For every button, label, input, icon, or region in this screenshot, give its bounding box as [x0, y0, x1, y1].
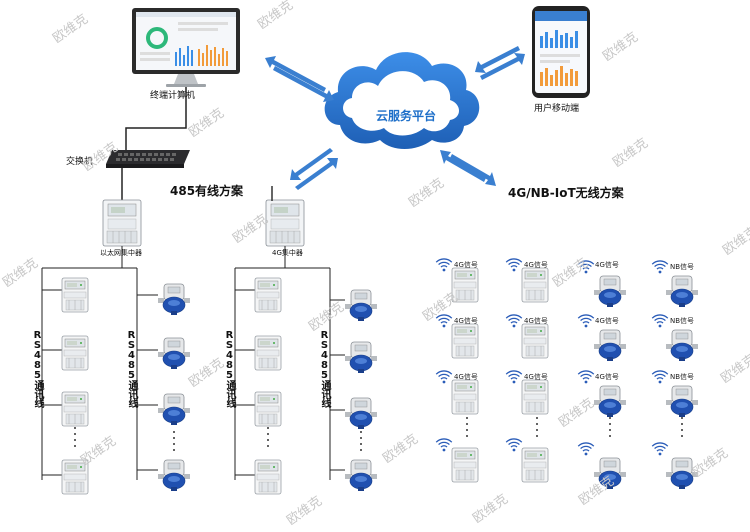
- signal-label: 4G信号: [524, 373, 548, 381]
- signal-label: NB信号: [670, 317, 695, 325]
- switch-label: 交换机: [66, 157, 94, 167]
- 4g-concentrator-label: 4G集中器: [272, 249, 303, 257]
- signal-label: 4G信号: [524, 261, 548, 269]
- signal-label: NB信号: [670, 373, 695, 381]
- signal-label: 4G信号: [595, 317, 619, 325]
- rs485-label-2: RS485通讯线: [126, 330, 137, 407]
- signal-label: 4G信号: [595, 261, 619, 269]
- rs485-label-3: RS485通讯线: [224, 330, 235, 407]
- rs485-label-1: RS485通讯线: [32, 330, 43, 407]
- mobile-label: 用户移动端: [534, 104, 580, 114]
- cloud-label: 云服务平台: [376, 109, 437, 123]
- arrows-cloud-wired: [290, 148, 338, 190]
- 4g-concentrator: [265, 199, 305, 247]
- signal-label: 4G信号: [454, 373, 478, 381]
- wired-bus-group-2: [234, 246, 345, 480]
- wired-bus-group-1: [41, 246, 158, 480]
- eth-concentrator-label: 以太网集中器: [100, 249, 142, 257]
- cloud-platform: [324, 52, 480, 149]
- terminal-computer: [132, 8, 240, 87]
- network-switch: [106, 150, 190, 168]
- signal-label: 4G信号: [454, 261, 478, 269]
- signal-label: 4G信号: [524, 317, 548, 325]
- signal-label: NB信号: [670, 263, 695, 271]
- arrows-computer-cloud: [265, 56, 334, 102]
- wireless-title: 4G/NB-IoT无线方案: [508, 186, 624, 200]
- ethernet-concentrator: [102, 199, 142, 247]
- wired-title: 485有线方案: [170, 184, 244, 198]
- rs485-label-4: RS485通讯线: [319, 330, 330, 407]
- mobile-phone: [532, 6, 590, 98]
- terminal-label: 终端计算机: [150, 91, 196, 101]
- signal-label: 4G信号: [595, 373, 619, 381]
- arrows-phone-cloud: [475, 46, 525, 80]
- arrows-cloud-wireless: [440, 150, 496, 186]
- signal-label: 4G信号: [454, 317, 478, 325]
